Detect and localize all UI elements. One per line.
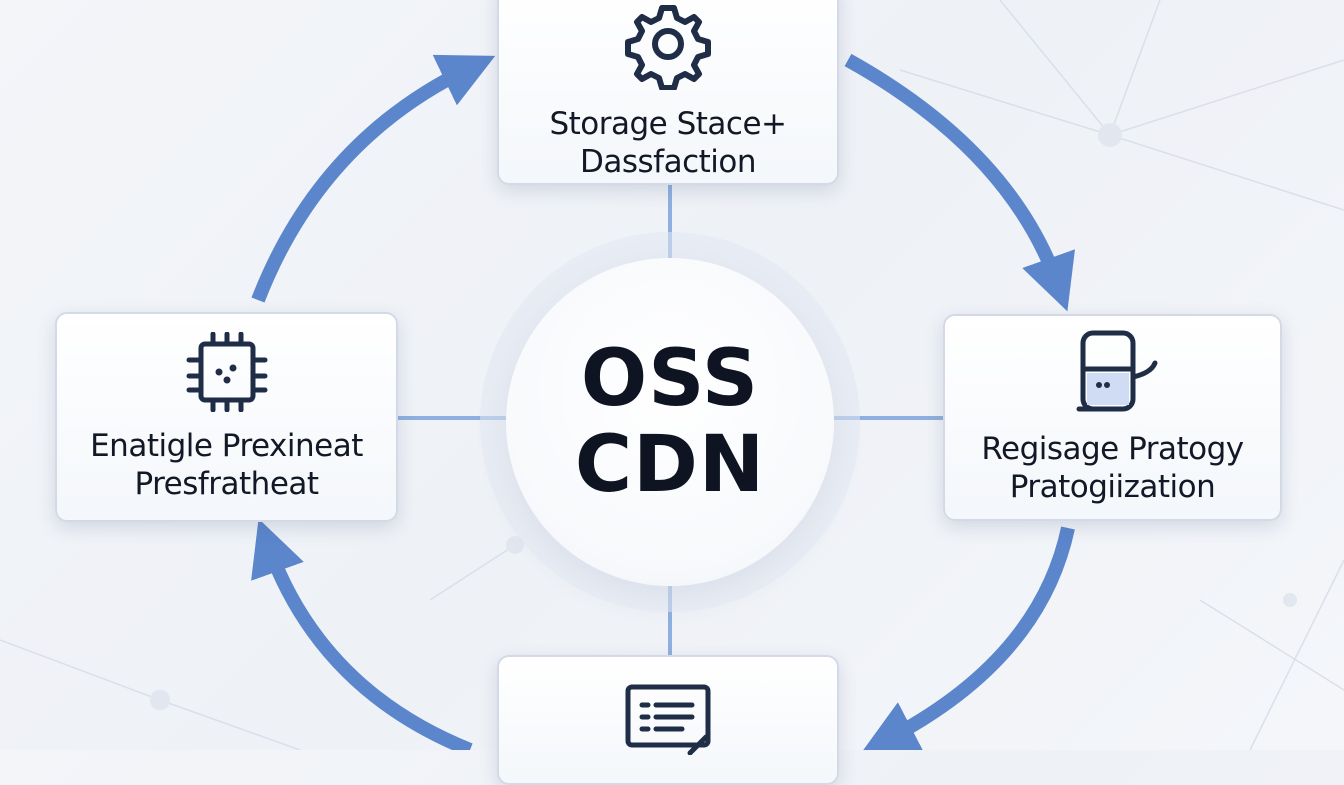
node-bottom [497, 655, 839, 785]
arrow-top-to-right [844, 53, 1075, 312]
node-right: Regisage Pratogy Pratogiization [943, 314, 1282, 521]
center-title-line-1: OSS [580, 334, 760, 424]
chip-icon [181, 331, 273, 417]
document-icon [622, 683, 714, 760]
center-title-line-2: CDN [574, 420, 766, 510]
arrow-left-to-top [251, 54, 496, 303]
node-right-label-line-2: Pratogiization [1009, 469, 1216, 505]
node-left-label-line-2: Presfratheat [134, 465, 319, 502]
arrow-bottom-to-left [251, 518, 473, 750]
node-top: Storage Stace+ Dassfaction [497, 0, 839, 185]
node-top-label-line-1: Storage Stace+ [549, 106, 787, 142]
storage-icon [1065, 329, 1161, 420]
background-network [0, 0, 1344, 750]
node-right-label-line-1: Regisage Pratogy [981, 431, 1244, 467]
node-left: Enatigle Prexineat Presfratheat [55, 312, 398, 522]
node-top-label-line-2: Dassfaction [579, 144, 757, 180]
arrow-right-to-bottom [861, 526, 1075, 750]
node-left-label-line-1: Enatigle Prexineat [90, 427, 363, 464]
center-node: OSS CDN [506, 258, 834, 586]
gear-icon [622, 0, 714, 95]
connector-lines [398, 185, 943, 655]
